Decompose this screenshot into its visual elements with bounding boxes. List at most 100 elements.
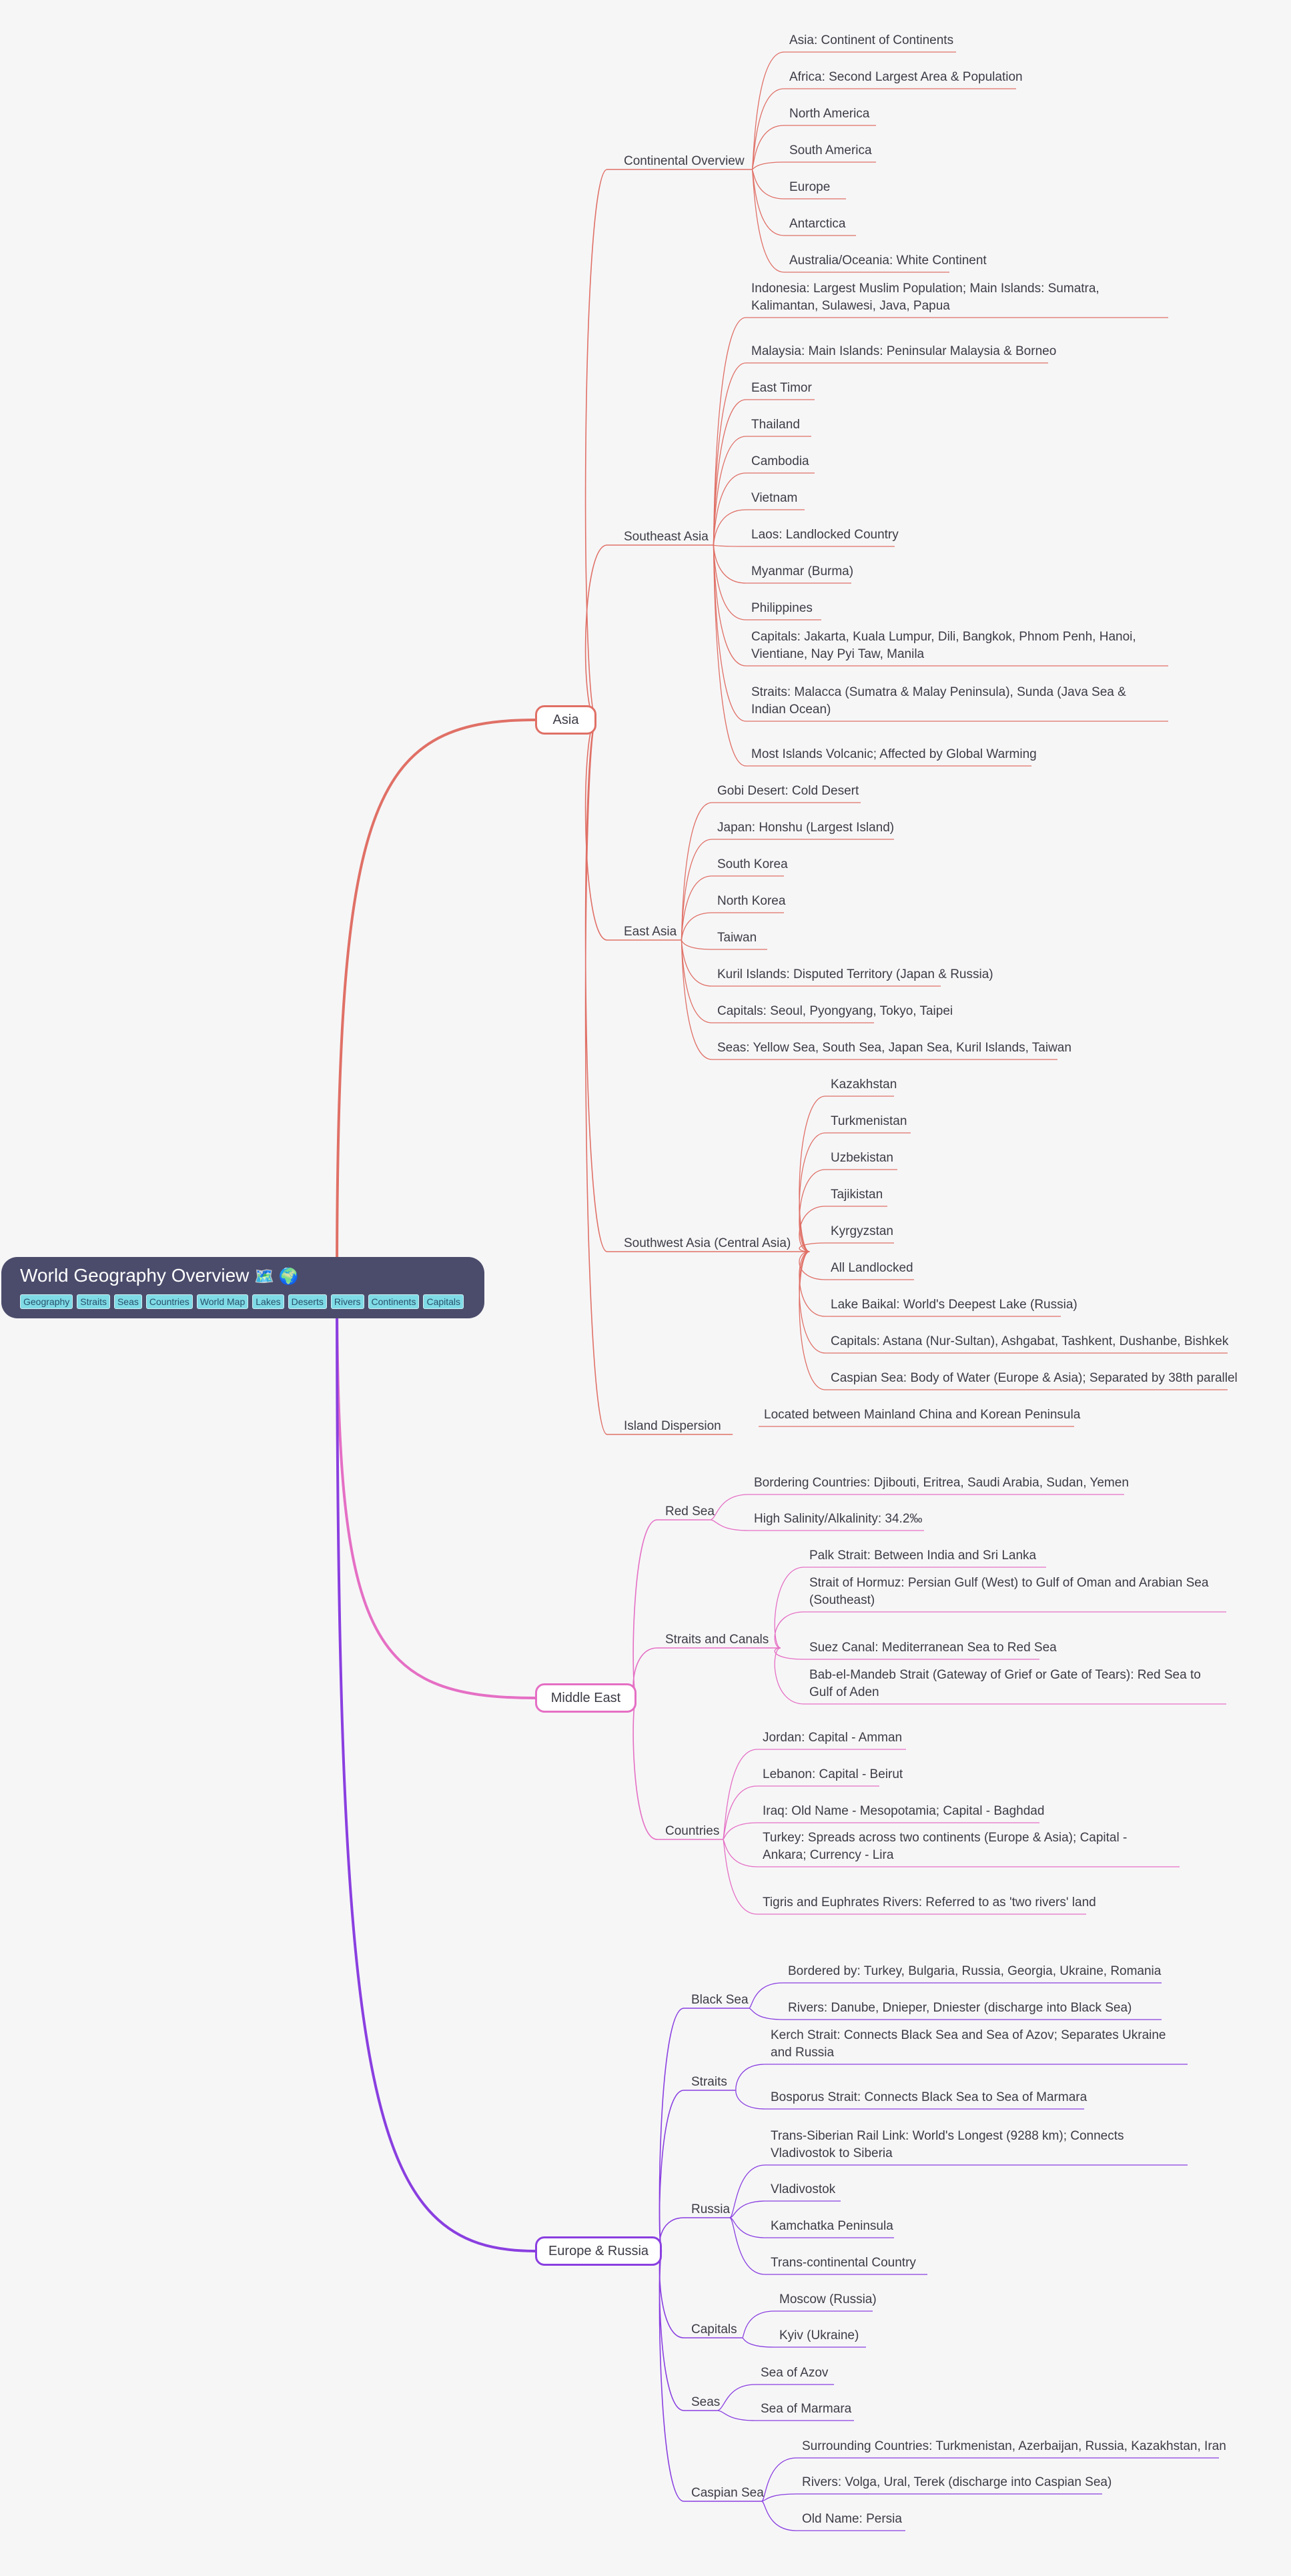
leaf-item[interactable]: Turkey: Spreads across two continents (E… bbox=[763, 1831, 1128, 1862]
leaf-item[interactable]: East Timor bbox=[751, 381, 812, 395]
leaf-item[interactable]: Africa: Second Largest Area & Population bbox=[789, 70, 1023, 84]
leaf-item[interactable]: Surrounding Countries: Turkmenistan, Aze… bbox=[802, 2439, 1226, 2453]
leaf-item[interactable]: Rivers: Volga, Ural, Terek (discharge in… bbox=[802, 2475, 1112, 2489]
group-label[interactable]: Continental Overview bbox=[624, 154, 745, 168]
leaf-item[interactable]: Jordan: Capital - Amman bbox=[763, 1731, 903, 1745]
root-tag[interactable]: World Map bbox=[196, 1294, 249, 1309]
group-label[interactable]: Caspian Sea bbox=[691, 2486, 764, 2500]
leaf-item[interactable]: Kyiv (Ukraine) bbox=[779, 2328, 859, 2342]
leaf-item[interactable]: Indonesia: Largest Muslim Population; Ma… bbox=[751, 282, 1100, 313]
leaf-item[interactable]: Palk Strait: Between India and Sri Lanka bbox=[809, 1549, 1037, 1563]
leaf-item[interactable]: Most Islands Volcanic; Affected by Globa… bbox=[751, 747, 1037, 761]
branch-node[interactable]: Asia bbox=[535, 705, 596, 735]
connector-line bbox=[751, 169, 785, 236]
leaf-item[interactable]: Seas: Yellow Sea, South Sea, Japan Sea, … bbox=[717, 1041, 1071, 1055]
leaf-item[interactable]: Gobi Desert: Cold Desert bbox=[717, 784, 859, 798]
leaf-item[interactable]: South Korea bbox=[717, 857, 788, 871]
branch-node[interactable]: Middle East bbox=[535, 1683, 636, 1713]
leaf-item[interactable]: Capitals: Astana (Nur-Sultan), Ashgabat,… bbox=[831, 1334, 1229, 1348]
leaf-item[interactable]: Caspian Sea: Body of Water (Europe & Asi… bbox=[831, 1371, 1238, 1385]
leaf-item[interactable]: South America bbox=[789, 143, 872, 157]
leaf-item[interactable]: Kuril Islands: Disputed Territory (Japan… bbox=[717, 967, 993, 981]
leaf-item[interactable]: Located between Mainland China and Korea… bbox=[764, 1408, 1081, 1422]
leaf-item[interactable]: Trans-continental Country bbox=[771, 2256, 916, 2270]
leaf-item[interactable]: Kamchatka Peninsula bbox=[771, 2219, 893, 2233]
root-tag[interactable]: Countries bbox=[145, 1294, 193, 1309]
group-label[interactable]: Seas bbox=[691, 2395, 721, 2409]
leaf-item[interactable]: Sea of Marmara bbox=[761, 2402, 852, 2416]
group-label[interactable]: Straits and Canals bbox=[665, 1633, 769, 1647]
root-tag[interactable]: Lakes bbox=[252, 1294, 284, 1309]
leaf-item[interactable]: Moscow (Russia) bbox=[779, 2292, 877, 2306]
root-tag[interactable]: Rivers bbox=[330, 1294, 364, 1309]
leaf-item[interactable]: Bab-el-Mandeb Strait (Gateway of Grief o… bbox=[809, 1668, 1201, 1699]
leaf-item[interactable]: Sea of Azov bbox=[761, 2366, 829, 2380]
leaf-item[interactable]: Lake Baikal: World's Deepest Lake (Russi… bbox=[831, 1298, 1078, 1312]
leaf-item[interactable]: Thailand bbox=[751, 418, 800, 432]
group-label[interactable]: Island Dispersion bbox=[624, 1419, 721, 1433]
leaf-item[interactable]: Straits: Malacca (Sumatra & Malay Penins… bbox=[751, 685, 1126, 717]
group-label[interactable]: Straits bbox=[691, 2075, 727, 2089]
leaf-item[interactable]: Malaysia: Main Islands: Peninsular Malay… bbox=[751, 344, 1057, 358]
leaf-item[interactable]: Kerch Strait: Connects Black Sea and Sea… bbox=[771, 2028, 1166, 2060]
leaf-item[interactable]: Bordered by: Turkey, Bulgaria, Russia, G… bbox=[788, 1964, 1162, 1978]
leaf-item[interactable]: High Salinity/Alkalinity: 34.2‰ bbox=[754, 1512, 923, 1526]
leaf-item[interactable]: Bosporus Strait: Connects Black Sea to S… bbox=[771, 2090, 1088, 2104]
leaf-item[interactable]: Taiwan bbox=[717, 931, 757, 945]
leaf-item[interactable]: Turkmenistan bbox=[831, 1114, 907, 1128]
leaf-item[interactable]: Tigris and Euphrates Rivers: Referred to… bbox=[763, 1895, 1096, 1909]
leaf-item[interactable]: Trans-Siberian Rail Link: World's Longes… bbox=[771, 2129, 1124, 2160]
leaf-item[interactable]: Lebanon: Capital - Beirut bbox=[763, 1767, 903, 1781]
leaf-item[interactable]: Iraq: Old Name - Mesopotamia; Capital - … bbox=[763, 1804, 1045, 1818]
connector-line bbox=[799, 1251, 826, 1354]
group-label[interactable]: Russia bbox=[691, 2202, 731, 2216]
leaf-item[interactable]: Capitals: Seoul, Pyongyang, Tokyo, Taipe… bbox=[717, 1004, 953, 1018]
leaf-item[interactable]: Europe bbox=[789, 180, 831, 194]
group-label[interactable]: Countries bbox=[665, 1824, 720, 1838]
leaf-item[interactable]: Kyrgyzstan bbox=[831, 1224, 893, 1238]
connector-line bbox=[722, 1839, 758, 1915]
leaf-item[interactable]: Old Name: Persia bbox=[802, 2512, 902, 2526]
group-label[interactable]: Southwest Asia (Central Asia) bbox=[624, 1236, 791, 1250]
leaf-item[interactable]: Philippines bbox=[751, 601, 813, 615]
leaf-item[interactable]: Myanmar (Burma) bbox=[751, 564, 854, 578]
root-tag[interactable]: Continents bbox=[368, 1294, 420, 1309]
group-label[interactable]: East Asia bbox=[624, 925, 677, 939]
root-title-text: World Geography Overview bbox=[20, 1265, 250, 1286]
leaf-item[interactable]: North America bbox=[789, 107, 870, 121]
leaf-item[interactable]: All Landlocked bbox=[831, 1261, 913, 1275]
group-label[interactable]: Black Sea bbox=[691, 1993, 749, 2007]
connector-line bbox=[717, 2410, 756, 2421]
leaf-item[interactable]: Suez Canal: Mediterranean Sea to Red Sea bbox=[809, 1641, 1057, 1655]
leaf-item[interactable]: Kazakhstan bbox=[831, 1078, 897, 1092]
group-label[interactable]: Capitals bbox=[691, 2322, 737, 2336]
branch-node[interactable]: Europe & Russia bbox=[535, 2236, 662, 2266]
root-tag[interactable]: Geography bbox=[20, 1294, 73, 1309]
leaf-item[interactable]: Cambodia bbox=[751, 454, 809, 468]
leaf-item[interactable]: Vietnam bbox=[751, 491, 798, 505]
leaf-item[interactable]: Bordering Countries: Djibouti, Eritrea, … bbox=[754, 1476, 1129, 1490]
root-tag[interactable]: Capitals bbox=[423, 1294, 464, 1309]
leaf-item[interactable]: Antarctica bbox=[789, 217, 846, 231]
root-tag[interactable]: Deserts bbox=[288, 1294, 327, 1309]
leaf-item[interactable]: Uzbekistan bbox=[831, 1151, 893, 1165]
root-tag[interactable]: Straits bbox=[77, 1294, 110, 1309]
leaf-item[interactable]: Capitals: Jakarta, Kuala Lumpur, Dili, B… bbox=[751, 630, 1136, 661]
leaf-item[interactable]: Tajikistan bbox=[831, 1188, 883, 1202]
connector-line bbox=[710, 1494, 749, 1521]
leaf-item[interactable]: Japan: Honshu (Largest Island) bbox=[717, 821, 895, 835]
leaf-item[interactable]: Asia: Continent of Continents bbox=[789, 33, 954, 47]
leaf-item[interactable]: Laos: Landlocked Country bbox=[751, 528, 899, 542]
connector-line bbox=[681, 802, 713, 941]
leaf-item[interactable]: Rivers: Danube, Dnieper, Dniester (disch… bbox=[788, 2001, 1132, 2015]
group-label[interactable]: Southeast Asia bbox=[624, 530, 709, 544]
leaf-item[interactable]: North Korea bbox=[717, 894, 786, 908]
leaf-item[interactable]: Vladivostok bbox=[771, 2182, 836, 2196]
leaf-item[interactable]: Strait of Hormuz: Persian Gulf (West) to… bbox=[809, 1576, 1209, 1607]
leaf-item[interactable]: Australia/Oceania: White Continent bbox=[789, 254, 987, 268]
connector-line bbox=[799, 1132, 826, 1252]
group-label[interactable]: Red Sea bbox=[665, 1505, 715, 1519]
root-tag[interactable]: Seas bbox=[113, 1294, 142, 1309]
